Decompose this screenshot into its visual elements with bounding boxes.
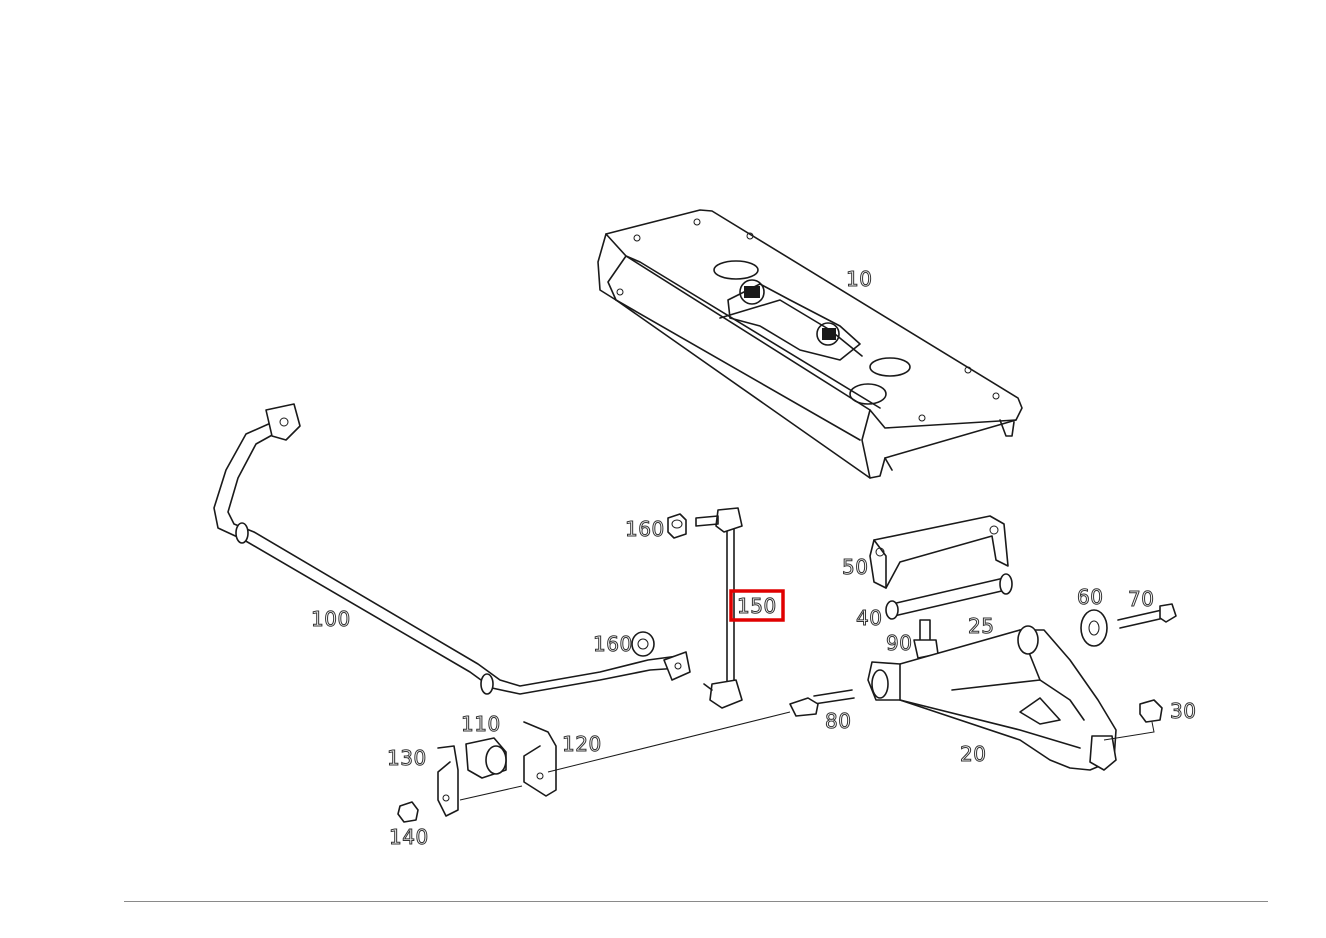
clamp-120[interactable] [523, 721, 557, 797]
label-160-lower[interactable]: 160 [593, 632, 633, 657]
footer-divider [124, 901, 1268, 902]
label-130[interactable]: 130 [387, 746, 427, 771]
bracket[interactable] [869, 515, 1009, 589]
highlight-box [729, 589, 785, 622]
nut-160-upper[interactable] [667, 513, 687, 539]
label-160-upper[interactable]: 160 [625, 517, 665, 542]
stabilizer-bar[interactable] [213, 403, 691, 695]
label-140[interactable]: 140 [389, 825, 429, 850]
eccentric-washer[interactable] [1080, 609, 1108, 647]
label-80[interactable]: 80 [825, 709, 852, 734]
pivot-shaft[interactable] [885, 573, 1013, 620]
lower-control-arm[interactable] [867, 625, 1117, 771]
nut-140[interactable] [397, 801, 419, 823]
label-50[interactable]: 50 [842, 555, 869, 580]
label-60[interactable]: 60 [1077, 585, 1104, 610]
label-30[interactable]: 30 [1170, 699, 1197, 724]
bolt-70[interactable] [1117, 603, 1177, 629]
label-10[interactable]: 10 [846, 267, 873, 292]
clamp-130[interactable] [437, 745, 523, 817]
nut-160-lower[interactable] [631, 631, 655, 657]
bolt-80[interactable] [547, 689, 855, 773]
label-40[interactable]: 40 [856, 606, 883, 631]
rubber-mount[interactable] [465, 737, 507, 779]
stabilizer-link[interactable] [695, 507, 743, 709]
crossmember-plate[interactable] [597, 209, 1023, 479]
label-110[interactable]: 110 [461, 712, 501, 737]
label-150[interactable]: 150 [737, 594, 777, 619]
label-90[interactable]: 90 [886, 631, 913, 656]
bolt-90[interactable] [913, 619, 939, 659]
label-70[interactable]: 70 [1128, 587, 1155, 612]
label-25[interactable]: 25 [968, 614, 995, 639]
label-120[interactable]: 120 [562, 732, 602, 757]
label-20[interactable]: 20 [960, 742, 987, 767]
label-100[interactable]: 100 [311, 607, 351, 632]
nut-30[interactable] [1103, 699, 1163, 741]
